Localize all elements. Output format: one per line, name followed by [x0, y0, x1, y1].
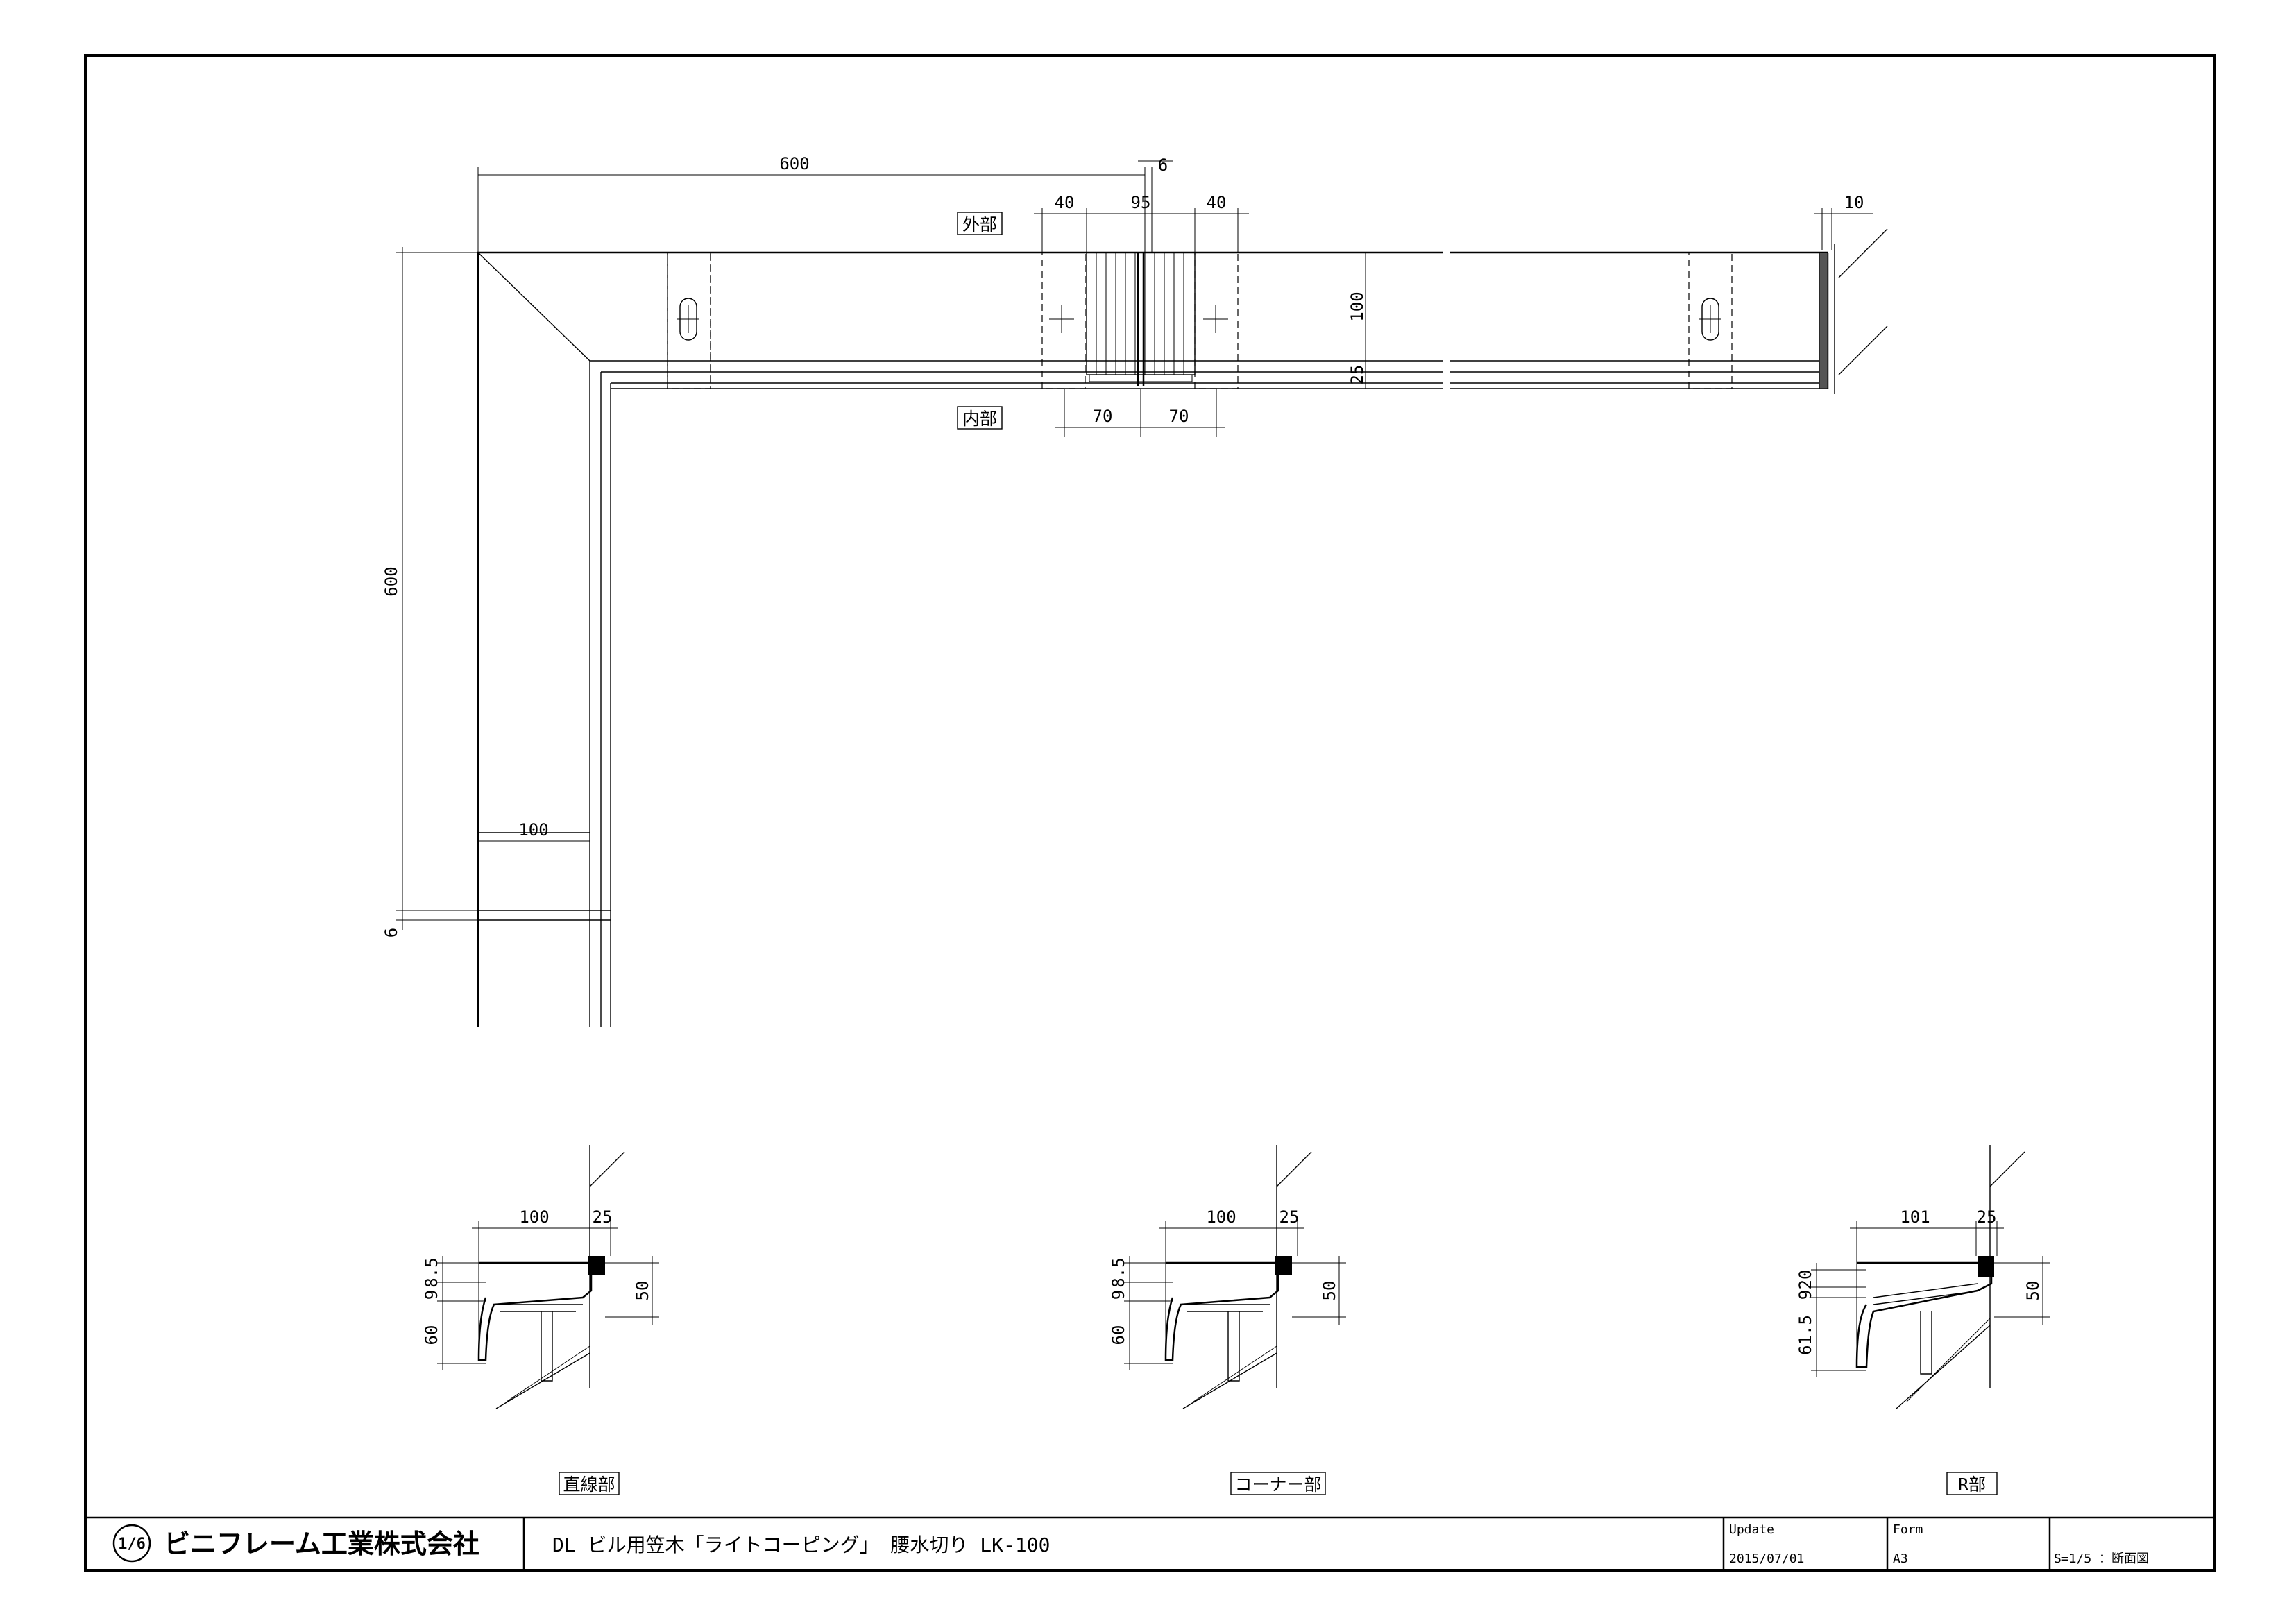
sec2-h-top: 8.5 — [1109, 1257, 1128, 1287]
sec2-w1: 100 — [1206, 1207, 1236, 1227]
label-straight: 直線部 — [563, 1475, 615, 1495]
dim-100v: 100 — [1347, 291, 1367, 321]
sec1-h-total: 50 — [633, 1281, 652, 1301]
dim-top-600: 600 — [779, 154, 809, 173]
bracket-1 — [667, 252, 711, 389]
dim-70a: 70 — [1093, 407, 1113, 426]
label-inside: 内部 — [962, 409, 997, 429]
company-name: ビニフレーム工業株式会社 — [164, 1529, 479, 1559]
dim-40a: 40 — [1055, 193, 1075, 212]
sec2-w2: 25 — [1279, 1207, 1300, 1227]
title-block: 1/6 ビニフレーム工業株式会社 DL ビル用笠木「ライトコーピング」 腰水切り… — [85, 1516, 2215, 1570]
sec1-w2: 25 — [593, 1207, 613, 1227]
section-straight: 100 25 8.5 9 60 50 直線部 — [422, 1145, 659, 1495]
joint-cover — [1086, 252, 1196, 386]
dim-top-6: 6 — [1158, 155, 1168, 175]
plan-view: 600 6 40 95 40 10 100 25 70 70 600 6 100… — [382, 154, 1888, 1027]
sec2-h-mid: 9 — [1109, 1290, 1128, 1300]
sec3-h-total: 50 — [2023, 1281, 2043, 1301]
label-corner: コーナー部 — [1234, 1475, 1321, 1495]
bracket-2 — [1041, 252, 1086, 389]
form-value: A3 — [1893, 1552, 1908, 1566]
sec1-w1: 100 — [519, 1207, 549, 1227]
dim-40b: 40 — [1207, 193, 1227, 212]
section-corner: 100 25 8.5 9 60 50 コーナー部 — [1109, 1145, 1346, 1495]
sec3-h-mid: 9 — [1796, 1290, 1815, 1300]
dim-100h: 100 — [518, 820, 548, 840]
label-r: R部 — [1958, 1475, 1986, 1495]
label-outside: 外部 — [962, 214, 997, 235]
dim-70b: 70 — [1169, 407, 1189, 426]
update-label: Update — [1729, 1522, 1774, 1537]
dim-left-6: 6 — [382, 928, 401, 937]
dim-left-600: 600 — [382, 566, 401, 596]
company-logo: 1/6 — [112, 1524, 151, 1563]
sec2-h-total: 50 — [1320, 1281, 1339, 1301]
drawing-title: DL ビル用笠木「ライトコーピング」 腰水切り LK-100 — [552, 1533, 1050, 1556]
dim-25v: 25 — [1347, 365, 1367, 385]
bracket-3 — [1194, 252, 1239, 389]
sec3-h-top: 20 — [1796, 1270, 1815, 1290]
sheet-border — [84, 54, 2216, 1572]
sec3-w1: 101 — [1900, 1207, 1930, 1227]
sec3-w2: 25 — [1977, 1207, 1997, 1227]
end-cap — [1819, 228, 1888, 394]
update-value: 2015/07/01 — [1729, 1552, 1804, 1566]
sec1-h-low: 60 — [422, 1325, 441, 1345]
sec2-h-low: 60 — [1109, 1325, 1128, 1345]
sec1-h-mid: 9 — [422, 1290, 441, 1300]
section-r: 101 25 20 9 61.5 50 R部 — [1796, 1145, 2050, 1495]
scale-text: S=1/5 ：断面図 — [2054, 1552, 2149, 1566]
logo-text: 1/6 — [118, 1536, 146, 1553]
dim-10: 10 — [1844, 193, 1864, 212]
bracket-4 — [1688, 252, 1733, 389]
sec1-h-top: 8.5 — [422, 1257, 441, 1287]
form-label: Form — [1893, 1522, 1923, 1537]
sec3-h-low: 61.5 — [1796, 1315, 1815, 1355]
dim-95: 95 — [1131, 193, 1151, 212]
